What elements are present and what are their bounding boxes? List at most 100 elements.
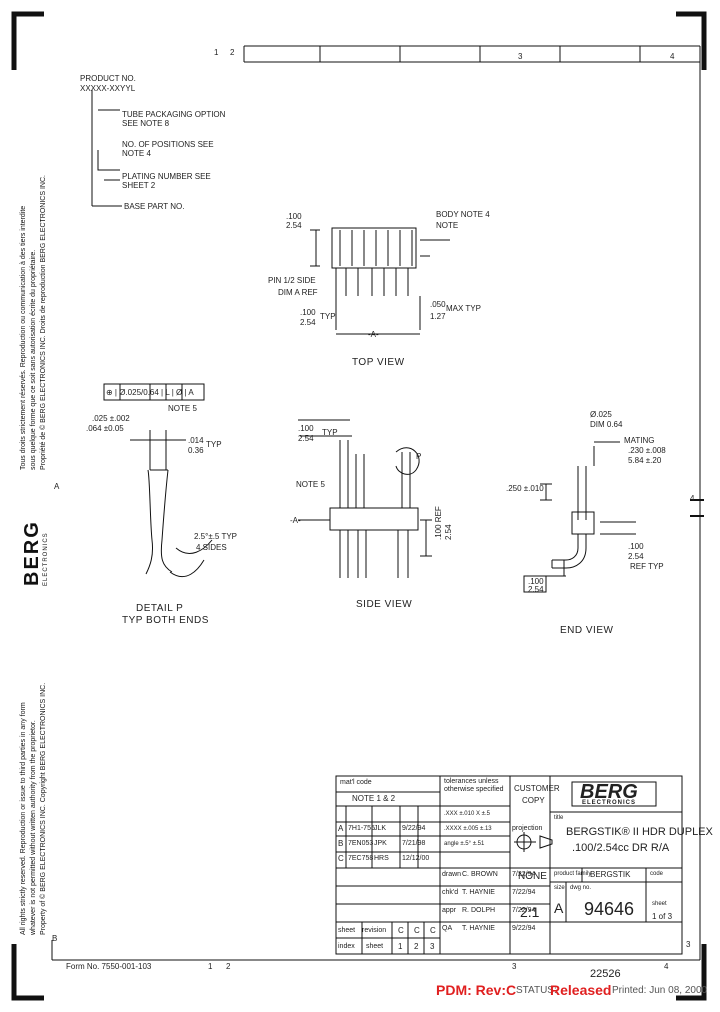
tb-sheet-val: 1 of 3 (652, 912, 673, 921)
tb-tol-row-2: .XXXX ±.005 ±.13 (444, 826, 492, 832)
tb-logo-sub: ELECTRONICS (582, 800, 637, 806)
tb-rev-a-by: JLK (374, 825, 387, 832)
top-pin-side: PIN 1/2 SIDE (268, 276, 316, 285)
detail-dim1: .025 ±.002 (92, 414, 130, 423)
bottom-number: 22526 (590, 968, 621, 980)
side-ref-dim: .100 REF (434, 506, 443, 540)
tb-mat-header: mat'l code (340, 779, 372, 786)
printed-date: Printed: Jun 08, 2000 (612, 985, 708, 996)
legend-item-positions: NO. OF POSITIONS SEE NOTE 4 (122, 140, 214, 158)
side-view-label: SIDE VIEW (356, 599, 413, 610)
tb-rev-c-date: 12/12/00 (402, 855, 430, 862)
detail-dim2-mm: 0.36 (188, 446, 204, 455)
side-pitch-dim: .100 (298, 424, 314, 433)
pdm-revision: PDM: Rev:C (436, 982, 517, 998)
top-body-note: BODY NOTE 4 (436, 210, 490, 219)
tb-rev-2: C (414, 926, 420, 935)
tb-rev-a-ecn: 7H1-755 (348, 825, 375, 832)
tb-dwg-label: dwg no. (570, 885, 592, 891)
proprietary-fr-line1: Tous droits strictement réservés. Reprod… (20, 205, 27, 470)
zone-letter-a: A (54, 482, 60, 491)
tb-appr-label: appr (442, 907, 457, 914)
side-ref-mm: 2.54 (444, 524, 453, 540)
tb-sheet-row-label: sheet (338, 927, 356, 934)
tb-tol-header: tolerances unless otherwise specified (444, 778, 504, 793)
proprietary-en-line3: Property of © BERG ELECTRONICS INC. Copy… (40, 682, 47, 935)
end-view-label: END VIEW (560, 625, 614, 636)
tb-rev-c-ecn: 7EC758 (348, 855, 374, 862)
detail-sublabel: TYP BOTH ENDS (122, 615, 209, 626)
side-dim-a: -A- (290, 516, 301, 525)
end-ref-typ: REF TYP (630, 562, 664, 571)
detail-dim2-typ: TYP (206, 440, 222, 449)
tb-drawn-date: 7/22/94 (512, 871, 536, 878)
zone-right-4: 4 (690, 494, 695, 503)
tb-rev-a-letter: A (338, 824, 344, 833)
tb-qa-name: T. HAYNIE (462, 925, 495, 932)
tb-dwg-no: 94646 (584, 899, 635, 919)
tb-title-label: title (554, 815, 564, 821)
end-dim-top: Ø.025 (590, 410, 612, 419)
top-view-label: TOP VIEW (352, 357, 405, 368)
legend-item-plating: PLATING NUMBER SEE SHEET 2 (122, 172, 211, 190)
side-ref-p: P (416, 452, 422, 461)
top-dim-a: -A- (368, 330, 379, 339)
tb-appr-name: R. DOLPH (462, 907, 496, 914)
tb-chk-label: chk'd (442, 889, 459, 896)
tb-logo: BERG (580, 781, 638, 803)
top-pitch-mm: 2.54 (286, 221, 302, 230)
tb-tol-row-1: .XXX ±.010 X ±.5 (444, 811, 490, 817)
legend-heading: PRODUCT NO. (80, 74, 136, 83)
top-row-mm: 2.54 (300, 318, 316, 327)
end-mating-dim: .230 ±.008 (628, 446, 666, 455)
top-pitch-dim: .100 (286, 212, 302, 221)
tb-rev-b-by: JPK (374, 840, 387, 847)
tb-size: A (554, 900, 564, 916)
tb-prod-family-label: product family (554, 871, 592, 877)
tb-title-line2: .100/2.54cc DR R/A (572, 842, 670, 854)
tb-scale-label: NONE (518, 871, 547, 882)
top-zone-2: 2 (230, 48, 235, 57)
end-dim-ref2-mm: 2.54 (528, 585, 544, 594)
top-row-dim: .100 (300, 308, 316, 317)
side-pitch-typ: TYP (322, 428, 338, 437)
end-dim-a: .250 ±.010 (506, 484, 544, 493)
legend-item-base: BASE PART NO. (124, 202, 185, 211)
tb-rev-3: C (430, 926, 436, 935)
end-dim-ref2: .100 (528, 577, 544, 586)
tb-rev-row-label: revision (362, 927, 387, 934)
end-mating-mm: 5.84 ±.20 (628, 456, 662, 465)
status-value: Released (550, 982, 612, 998)
tb-drawn-label: drawn (442, 871, 462, 878)
tb-copy: COPY (522, 796, 545, 805)
tb-size-label: size (554, 885, 565, 891)
tb-sheet-2: 2 (414, 942, 419, 951)
bottom-zone-4: 4 (664, 962, 669, 971)
top-body-note-ref: NOTE (436, 221, 459, 230)
tb-title-line1: BERGSTIK® II HDR DUPLEX (566, 826, 713, 838)
proprietary-en-line1: All rights strictly reserved. Reproducti… (20, 702, 27, 935)
tb-customer: CUSTOMER (514, 784, 560, 793)
zone-right-3: 3 (686, 940, 691, 949)
detail-dim2: .014 (188, 436, 204, 445)
top-zone-4: 4 (670, 52, 675, 61)
form-number: Form No. 7550-001-103 (66, 962, 152, 971)
side-logo: BERG (21, 520, 43, 586)
proprietary-fr-line3: Propriété de © BERG ELECTRONICS INC. Dro… (40, 175, 47, 470)
tb-rev-b-letter: B (338, 839, 344, 848)
tb-drawn-name: C. BROWN (462, 871, 498, 878)
tb-prod-family: BERGSTIK (590, 870, 631, 879)
status-label: STATUS: (516, 985, 557, 996)
tb-rev-b-ecn: 7EN053 (348, 840, 374, 847)
top-dim-ref: DIM A REF (278, 288, 318, 297)
tb-rev-a-date: 9/22/94 (402, 825, 426, 832)
top-max-typ: MAX TYP (446, 304, 481, 313)
side-logo-sub: ELECTRONICS (43, 532, 49, 586)
detail-label: DETAIL P (136, 603, 184, 614)
proprietary-en-line2: whatever is not permitted without writte… (30, 720, 37, 935)
zone-letter-b: B (52, 934, 58, 943)
bottom-zone-1: 1 (208, 962, 213, 971)
tb-scale: 2:1 (520, 904, 540, 920)
tb-rev-1: C (398, 926, 404, 935)
